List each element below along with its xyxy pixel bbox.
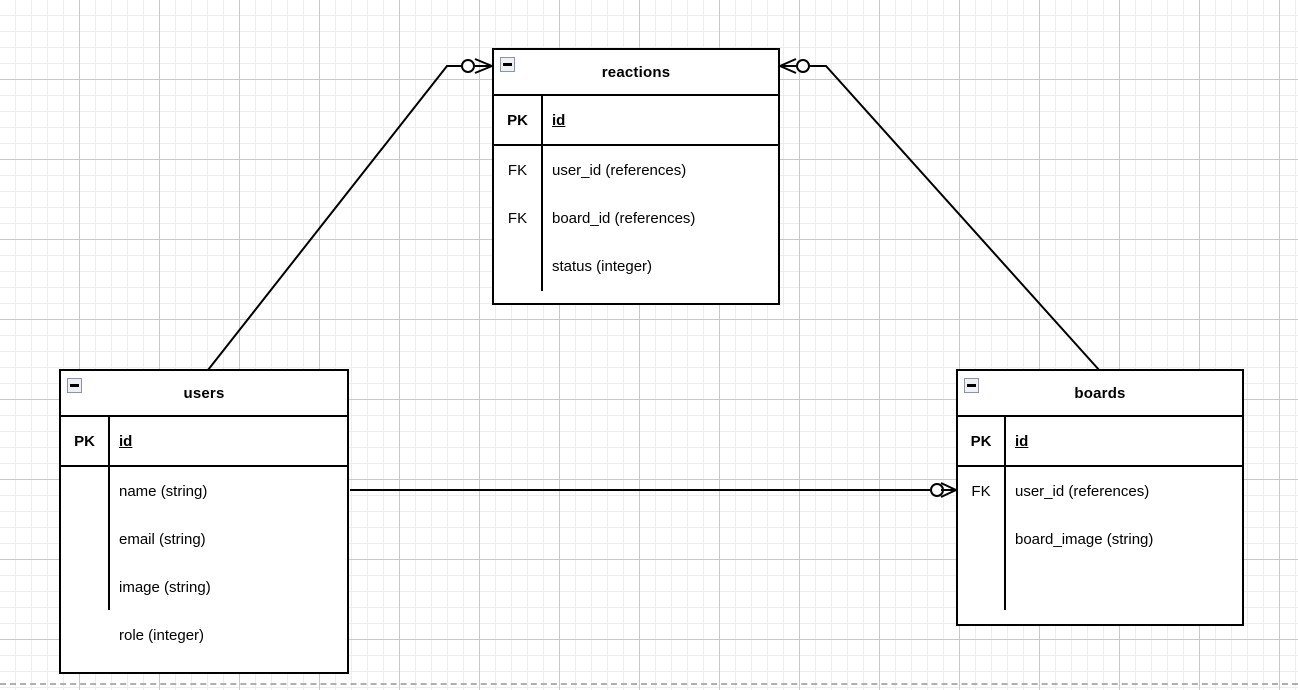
column-divider [541,146,543,291]
row-name: id [1015,432,1029,450]
row-key: FK [507,161,528,179]
column-divider [1004,417,1006,465]
row-key [494,242,541,290]
minus-icon[interactable] [500,57,515,72]
table-row[interactable]: image (string) [61,563,347,611]
page-break-line [0,683,1298,685]
row-key: PK [74,432,95,450]
edge-users-boards[interactable] [350,482,957,498]
minus-icon[interactable] [67,378,82,393]
row-key: FK [971,482,991,500]
row-key [61,515,108,563]
entity-boards[interactable]: boards PK id FK user_id (references) boa… [956,369,1244,626]
column-divider [108,467,110,610]
row-name: user_id (references) [1015,482,1150,500]
table-row[interactable]: email (string) [61,515,347,563]
attribute-rows: FK user_id (references) FK board_id (ref… [494,146,778,291]
column-divider [1004,467,1006,610]
row-name: board_image (string) [1015,530,1154,548]
row-key: PK [970,432,992,450]
row-name: email (string) [119,530,206,548]
attribute-rows: name (string) email (string) image (stri… [61,467,347,659]
column-divider [541,96,543,144]
row-name: board_id (references) [552,209,696,227]
column-divider [108,417,110,465]
entity-title: reactions [601,63,671,81]
row-key [958,515,1004,563]
row-name: id [119,432,133,450]
table-row[interactable]: FK user_id (references) [958,467,1242,515]
table-row[interactable]: status (integer) [494,242,778,290]
table-row[interactable]: PK id [494,96,778,146]
row-name: name (string) [119,482,208,500]
row-name: image (string) [119,578,211,596]
table-row[interactable]: name (string) [61,467,347,515]
row-name: id [552,111,566,129]
row-name: status (integer) [552,257,653,275]
row-key: PK [507,111,528,129]
table-row[interactable]: FK user_id (references) [494,146,778,194]
table-row[interactable]: PK id [61,417,347,467]
entity-title: boards [1074,384,1126,402]
row-key [61,563,108,611]
row-key [61,467,108,515]
attribute-rows: FK user_id (references) board_image (str… [958,467,1242,610]
table-row[interactable]: board_image (string) [958,515,1242,563]
table-row[interactable]: PK id [958,417,1242,467]
entity-title: users [183,384,225,402]
entity-reactions[interactable]: reactions PK id FK user_id (references) … [492,48,780,305]
entity-header-users: users [61,371,347,417]
edge-users-reactions[interactable] [207,58,493,371]
row-key [61,611,108,659]
minus-icon[interactable] [964,378,979,393]
entity-users[interactable]: users PK id name (string) email (string)… [59,369,349,674]
table-row[interactable]: role (integer) [61,611,347,659]
row-name: user_id (references) [552,161,687,179]
edge-boards-reactions[interactable] [779,58,1101,372]
entity-header-boards: boards [958,371,1242,417]
table-row[interactable]: FK board_id (references) [494,194,778,242]
row-key: FK [507,209,528,227]
row-name: role (integer) [119,626,205,644]
entity-header-reactions: reactions [494,50,778,96]
